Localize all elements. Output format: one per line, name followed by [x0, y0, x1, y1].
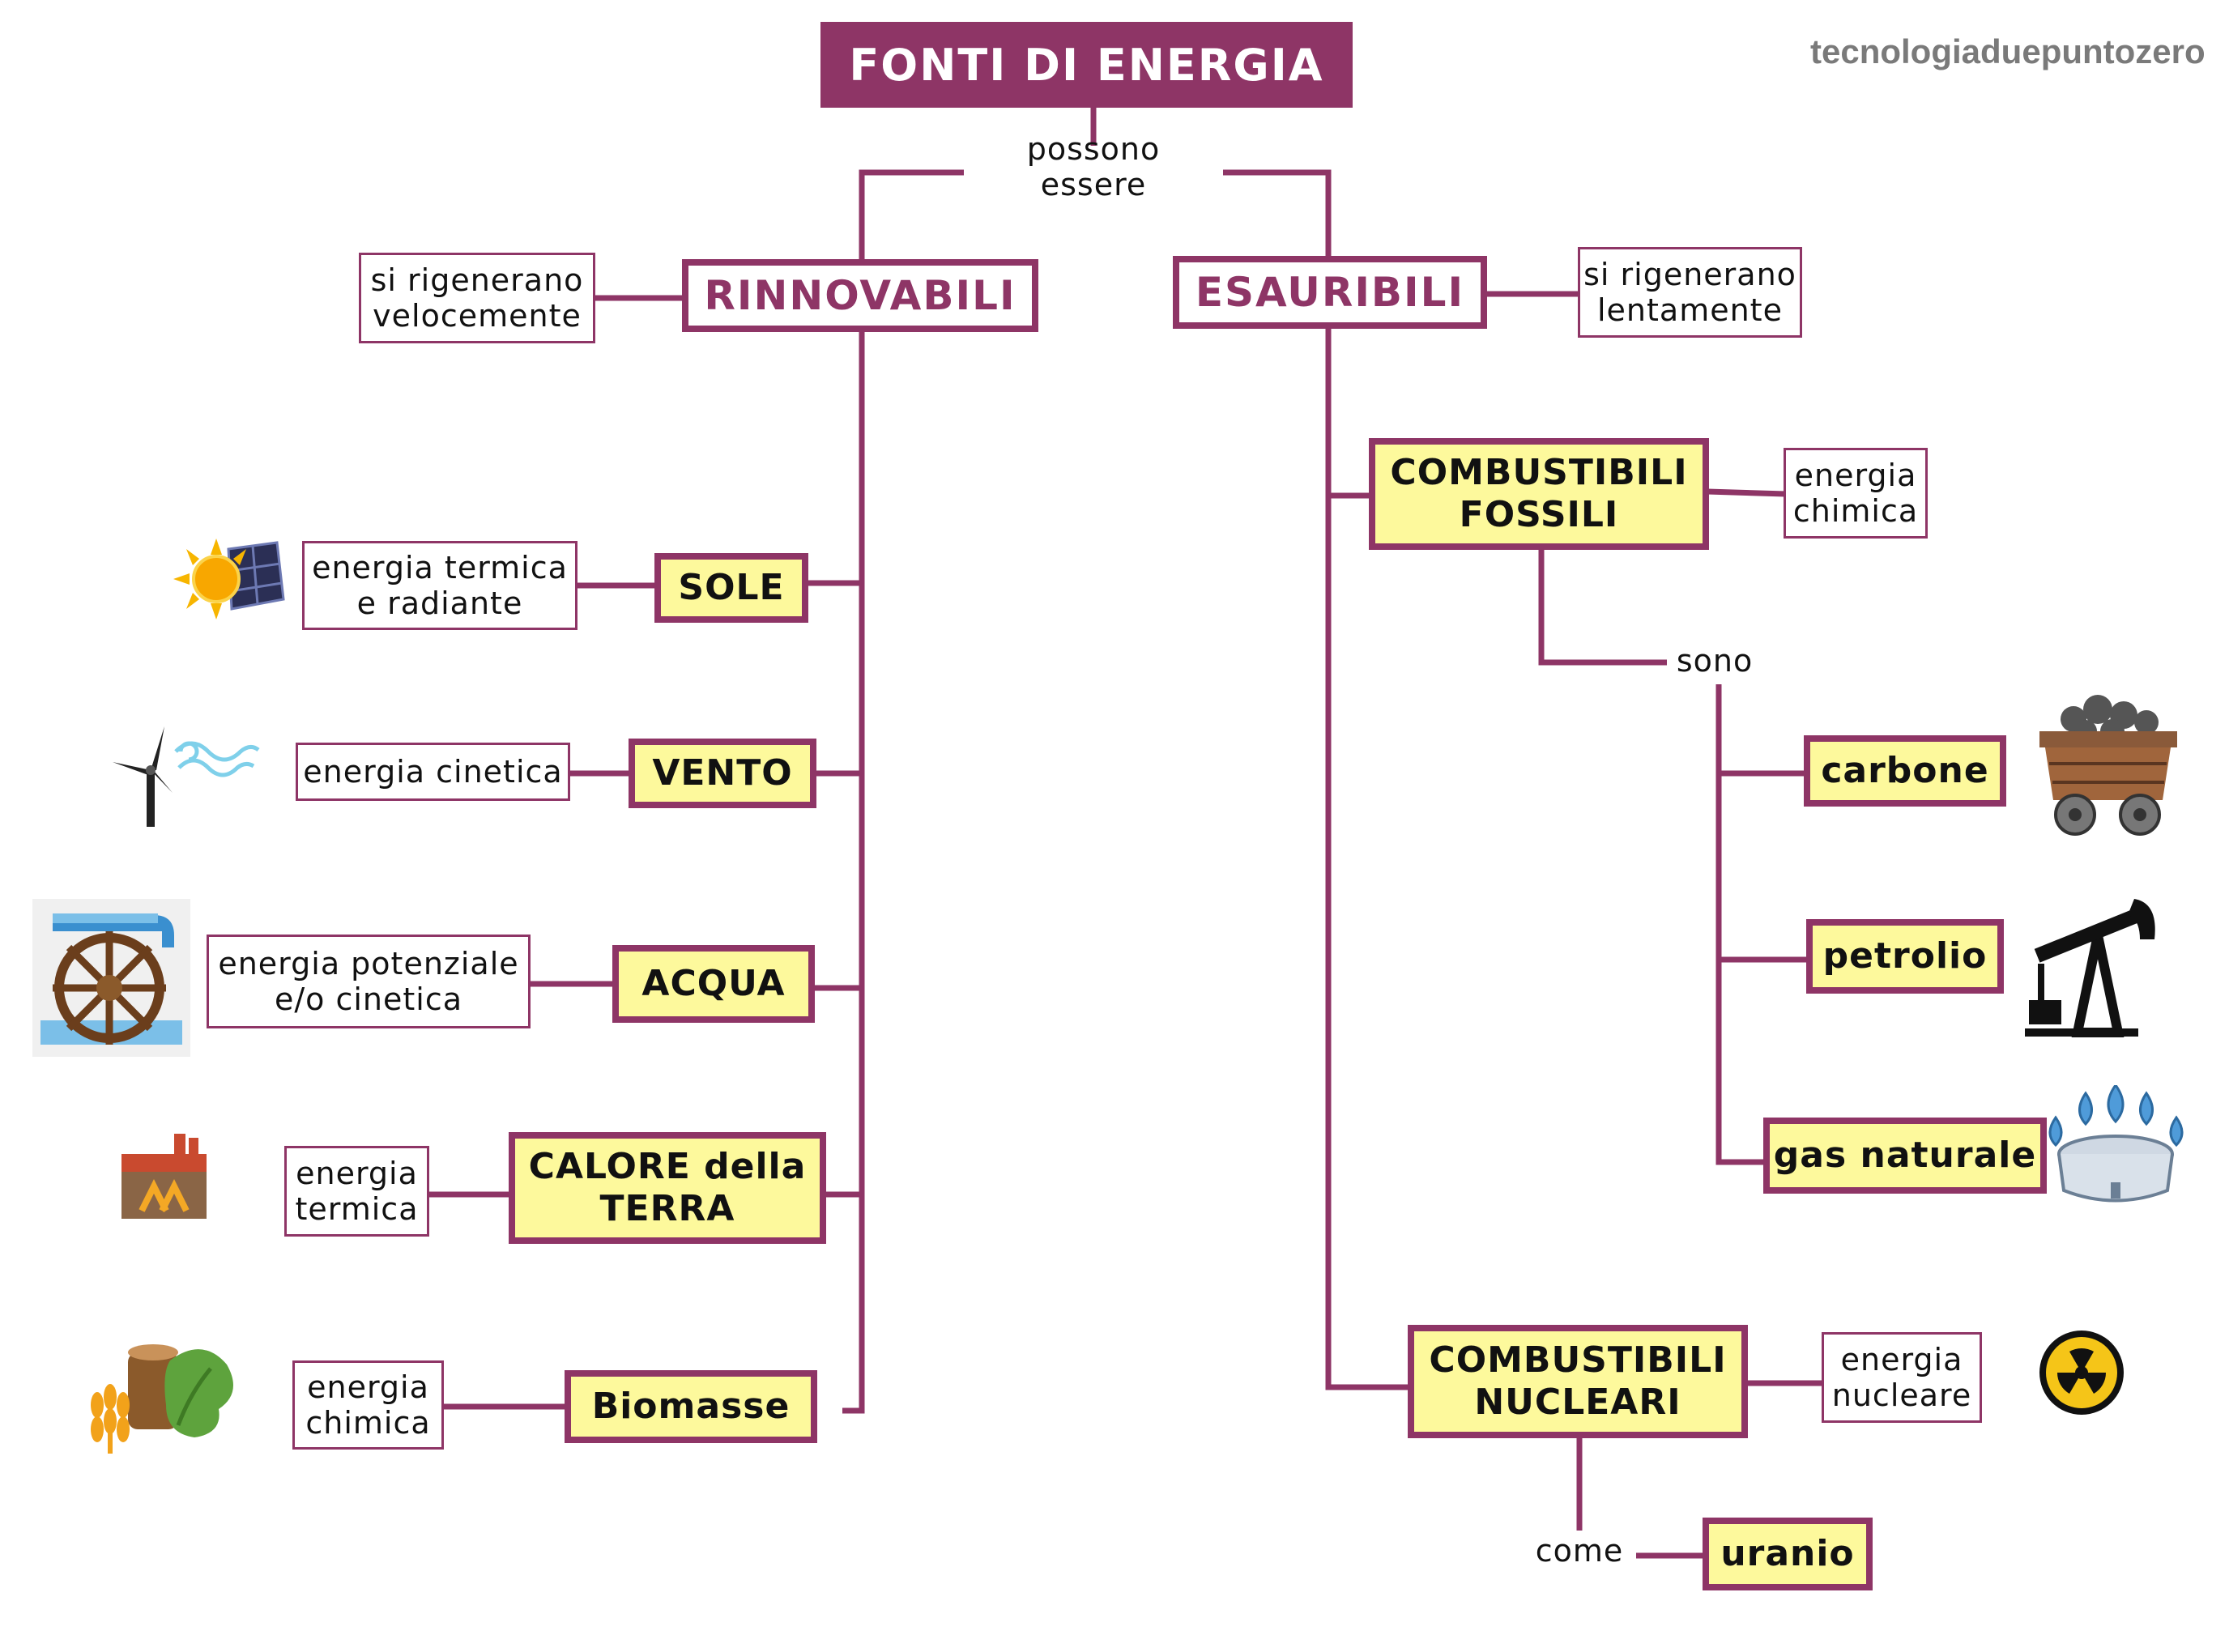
rinnovabili-note: si rigenerano velocemente: [359, 253, 595, 343]
geothermal-plant-icon: [121, 1134, 207, 1219]
radiation-icon: [2039, 1331, 2124, 1415]
energy-biomasse: energia chimica: [292, 1360, 444, 1450]
energy-calore-della-terra: energia termica: [284, 1146, 429, 1237]
source-biomasse: Biomasse: [565, 1370, 817, 1443]
source-sole: SOLE: [654, 553, 808, 623]
esauribili-note: si rigenerano lentamente: [1578, 247, 1802, 338]
fossil-carbone: carbone: [1804, 735, 2006, 807]
energy-acqua: energia potenziale e/o cinetica: [207, 935, 531, 1028]
wind-turbine-icon: [113, 726, 260, 827]
page-title: FONTI DI ENERGIA: [820, 22, 1353, 108]
category-rinnovabili: RINNOVABILI: [682, 259, 1038, 332]
source-calore-della-terra: CALORE della TERRA: [509, 1132, 826, 1244]
coal-cart-icon: [2039, 695, 2177, 836]
biomass-icon: [91, 1344, 233, 1454]
gas-burner-icon: [2048, 1085, 2184, 1203]
sun-solar-panel-icon: [173, 539, 285, 620]
oil-pump-icon: [2025, 899, 2155, 1037]
energy-sole: energia termica e radiante: [302, 541, 577, 630]
source-vento: VENTO: [629, 739, 816, 808]
source-acqua: ACQUA: [612, 945, 815, 1023]
link-possono-essere: possono essere: [964, 131, 1223, 202]
energy-nucleari: energia nucleare: [1822, 1332, 1982, 1423]
combustibili-nucleari: COMBUSTIBILI NUCLEARI: [1408, 1325, 1748, 1438]
link-sono: sono: [1667, 641, 1762, 680]
nuclear-uranio: uranio: [1703, 1518, 1873, 1590]
water-wheel-icon: [32, 899, 190, 1057]
category-esauribili: ESAURIBILI: [1173, 256, 1487, 329]
fossil-gas-naturale: gas naturale: [1763, 1118, 2047, 1194]
combustibili-fossili: COMBUSTIBILI FOSSILI: [1369, 438, 1709, 550]
fossil-petrolio: petrolio: [1806, 919, 2004, 994]
energy-vento: energia cinetica: [296, 743, 570, 801]
brand-watermark: tecnologiaduepuntozero: [1810, 32, 2206, 70]
energy-fossili: energia chimica: [1784, 448, 1928, 539]
link-come: come: [1523, 1531, 1636, 1571]
